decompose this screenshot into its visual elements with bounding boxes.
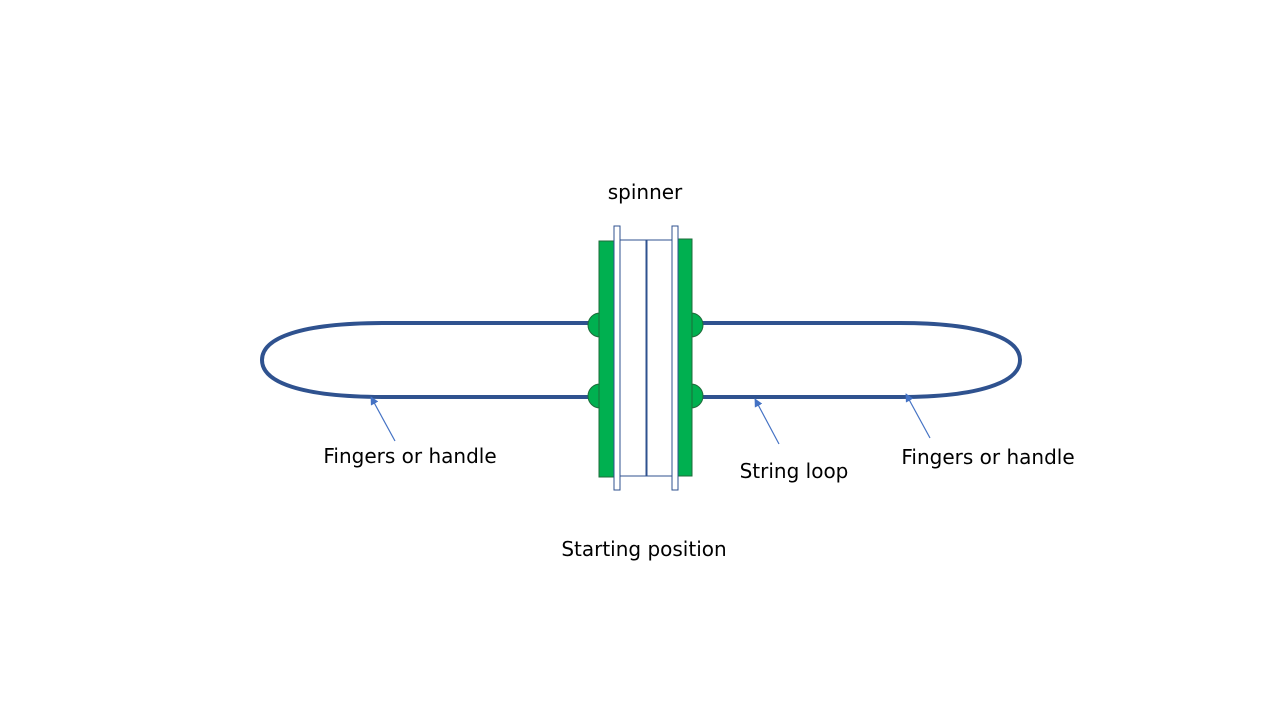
left-bottom-knot	[587, 383, 601, 409]
arrow-string-loop	[754, 398, 780, 445]
right-top-knot	[690, 312, 704, 338]
arrow-fingers-right	[905, 393, 931, 439]
left-disc	[598, 240, 615, 478]
fingers-right-label: Fingers or handle	[901, 445, 1074, 469]
axle-left-half	[619, 239, 647, 477]
right-bottom-knot	[690, 383, 704, 409]
fingers-left-label: Fingers or handle	[323, 444, 496, 468]
arrow-fingers-left	[370, 396, 396, 442]
left-plate	[613, 225, 621, 491]
string-loop-label: String loop	[740, 459, 849, 483]
right-disc	[677, 238, 693, 477]
left-string-loop	[259, 321, 598, 399]
right-plate	[671, 225, 679, 491]
right-string-loop	[690, 321, 1023, 399]
spinner-label: spinner	[608, 180, 683, 204]
caption-label: Starting position	[561, 537, 726, 561]
left-top-knot	[587, 312, 601, 338]
axle-right-half	[646, 239, 673, 477]
